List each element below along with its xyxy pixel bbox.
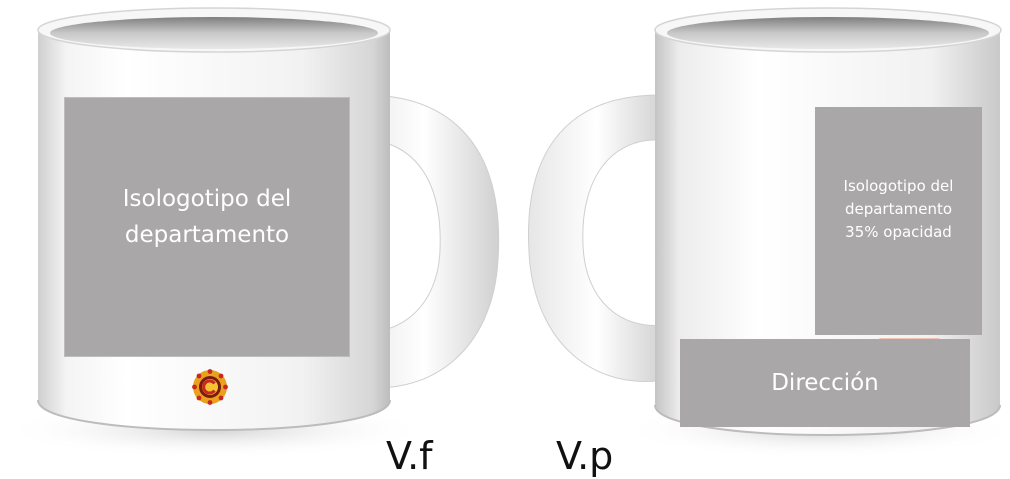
back-logo-placeholder: Isologotipo del departamento 35% opacida… <box>815 107 982 335</box>
address-placeholder: Dirección <box>680 339 970 427</box>
front-logo-text-line-1: Isologotipo del <box>122 186 292 212</box>
back-view-label: V.p <box>556 434 614 478</box>
address-placeholder-text: Dirección <box>771 370 879 396</box>
front-logo-text-line-2: departamento <box>124 222 290 248</box>
back-logo-text-line-3: 35% opacidad <box>845 223 952 241</box>
back-logo-text-line-1: Isologotipo del <box>843 177 954 195</box>
front-logo-placeholder: Isologotipo del departamento <box>64 97 350 357</box>
back-logo-text-line-2: departamento <box>844 200 953 218</box>
department-emblem-icon <box>192 369 228 405</box>
front-view-label: V.f <box>386 434 433 478</box>
